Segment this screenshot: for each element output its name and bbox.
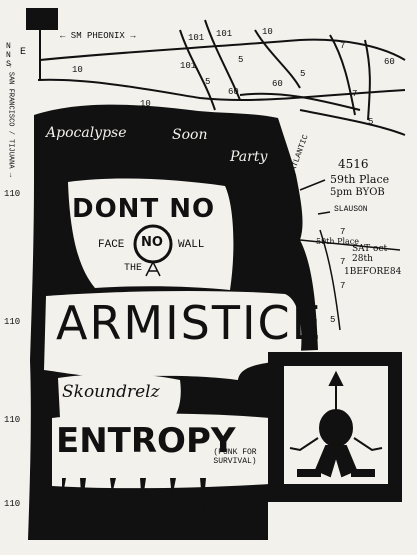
hwy-101-c: 101 xyxy=(180,61,197,71)
compass: N N S xyxy=(6,42,16,69)
street-slauson: SLAUSON xyxy=(334,205,368,214)
band-the: THE xyxy=(124,263,143,274)
band-wall: WALL xyxy=(178,239,205,251)
event-time: 5pm BYOB xyxy=(330,187,385,198)
compass-s: S xyxy=(6,60,11,69)
address-place: 59th Place xyxy=(330,173,390,186)
hwy-110-a: 110 xyxy=(4,189,21,199)
band-dont-no: DONT NO xyxy=(72,194,216,224)
title-apocalypse: Apocalypse xyxy=(46,125,127,141)
hwy-60-b: 60 xyxy=(228,87,239,97)
title-soon: Soon xyxy=(172,127,208,143)
band-entropy: ENTROPY xyxy=(56,421,236,461)
hwy-7-b: 7 xyxy=(352,89,358,99)
band-face: FACE xyxy=(98,239,125,251)
torn-patch-entropy xyxy=(52,413,270,489)
side-route-label: ← SAN FRANCISCO / TIJUANA → xyxy=(6,63,15,177)
band-no: NO xyxy=(141,235,163,250)
hwy-110-c: 110 xyxy=(4,415,21,425)
hwy-60-c: 60 xyxy=(272,79,283,89)
event-date: SAT oct 28th xyxy=(352,244,388,264)
corner-block xyxy=(26,8,58,30)
hwy-110-d: 110 xyxy=(4,499,21,509)
hwy-110-b: 110 xyxy=(4,317,21,327)
hwy-10-top: 10 xyxy=(72,65,83,75)
hwy-5-f: 5 xyxy=(330,315,336,325)
band-skoundrelz: Skoundrelz xyxy=(62,382,160,402)
torn-patch-dontno xyxy=(68,178,234,290)
address-number: 4516 xyxy=(338,157,369,171)
hwy-5-d: 5 xyxy=(258,115,264,125)
hwy-5-e: 5 xyxy=(368,117,374,127)
hwy-7-c: 7 xyxy=(340,227,346,237)
hwy-101-a: 101 xyxy=(188,33,205,43)
hwy-60-a: 60 xyxy=(384,57,395,67)
compass-n2: N xyxy=(6,51,11,60)
torn-patch-skoundrelz xyxy=(58,373,181,418)
band-entropy-tag: (PUNK FOR SURVIVAL) xyxy=(213,448,257,466)
hwy-10-mid: 10 xyxy=(140,99,151,109)
hwy-101-b: 101 xyxy=(216,29,233,39)
compass-e: E xyxy=(20,47,27,58)
hwy-10-right: 10 xyxy=(262,27,273,37)
cross-street: 59th Place xyxy=(316,237,360,246)
map-roads xyxy=(37,19,406,331)
hwy-5-a: 5 xyxy=(238,55,244,65)
hwy-7-a: 7 xyxy=(340,41,346,51)
top-route-label: ← SM PHEONIX → xyxy=(60,31,136,41)
anarchy-mark xyxy=(145,260,161,277)
photo-illustration xyxy=(289,370,383,478)
hwy-5-b: 5 xyxy=(205,77,211,87)
compass-n1: N xyxy=(6,42,11,51)
hwy-7-d: 7 xyxy=(340,257,346,267)
torn-patch-armistice xyxy=(44,290,302,380)
hwy-5-c: 5 xyxy=(300,69,306,79)
hwy-7-e: 7 xyxy=(340,281,346,291)
title-party: Party xyxy=(230,149,268,165)
before-note: 1BEFORE84 xyxy=(344,267,402,277)
band-armistice: ARMISTICE xyxy=(56,296,323,350)
